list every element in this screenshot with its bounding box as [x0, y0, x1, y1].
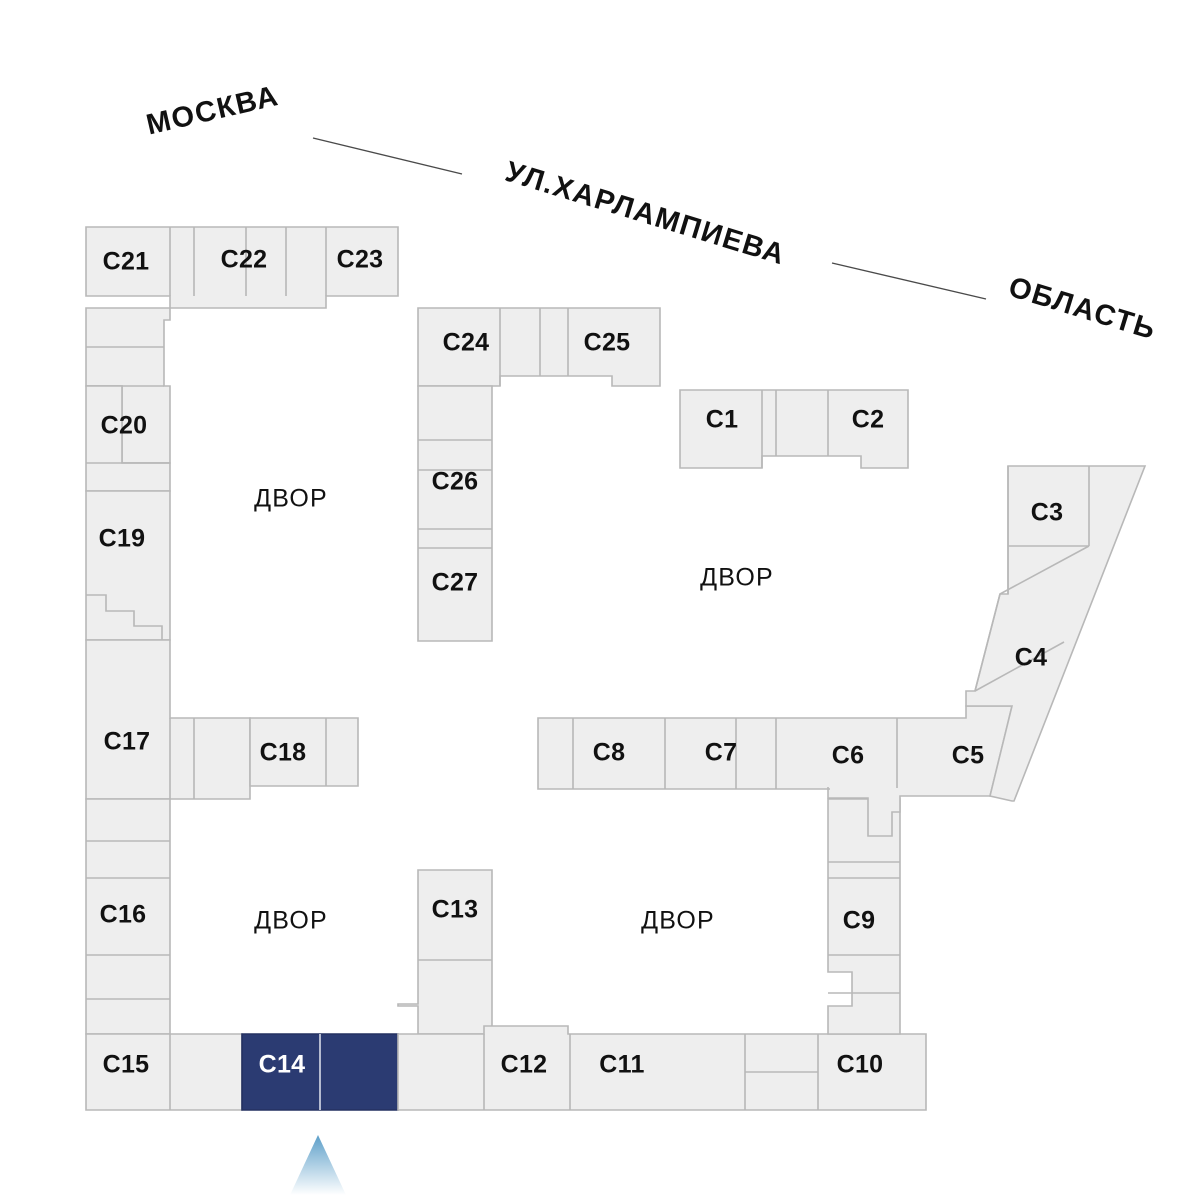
section-label-c9[interactable]: C9 — [843, 907, 876, 935]
c1-c2-dividers — [761, 390, 829, 468]
section-label-c23[interactable]: C23 — [337, 246, 384, 274]
section-label-c4[interactable]: C4 — [1015, 644, 1048, 672]
section-label-c6[interactable]: C6 — [832, 742, 865, 770]
c16-dividers — [86, 840, 170, 1000]
yard-label-yard-top-left: ДВОР — [254, 485, 328, 513]
section-label-c19[interactable]: C19 — [99, 525, 146, 553]
building-c18-outline[interactable] — [249, 717, 359, 787]
leader-line-oblast — [831, 262, 987, 300]
block-c18 — [249, 717, 359, 787]
section-label-c15[interactable]: C15 — [103, 1051, 150, 1079]
building-c19-outline[interactable] — [85, 490, 171, 641]
building-c21-c23-outline[interactable] — [85, 226, 399, 309]
c24-c25-dividers — [499, 308, 569, 386]
building-c13-outline[interactable] — [397, 869, 493, 1035]
c17-dividers — [169, 718, 195, 799]
c19-dividers — [86, 594, 163, 640]
building-c8-c5-outline[interactable] — [537, 705, 1014, 837]
section-label-c7[interactable]: C7 — [705, 739, 738, 767]
block-c19 — [85, 490, 171, 641]
section-label-c12[interactable]: C12 — [501, 1051, 548, 1079]
section-label-c18[interactable]: C18 — [260, 739, 307, 767]
street-leader-lines — [312, 137, 987, 300]
building-c12-c10-outline[interactable] — [397, 1025, 927, 1111]
building-c26-c27-outline[interactable] — [417, 385, 493, 642]
section-label-c2[interactable]: C2 — [852, 406, 885, 434]
block-c26-c27 — [417, 385, 493, 642]
section-label-c17[interactable]: C17 — [104, 728, 151, 756]
section-label-c25[interactable]: C25 — [584, 329, 631, 357]
section-label-c10[interactable]: C10 — [837, 1051, 884, 1079]
section-label-c3[interactable]: C3 — [1031, 499, 1064, 527]
block-c14-selected — [241, 1033, 399, 1111]
c9-dividers — [828, 861, 900, 994]
yard-labels: ДВОР ДВОР ДВОР ДВОР — [254, 485, 774, 935]
section-label-c26[interactable]: C26 — [432, 468, 479, 496]
block-c9 — [827, 798, 901, 1035]
yard-label-yard-top-right: ДВОР — [700, 564, 774, 592]
section-label-c14[interactable]: C14 — [259, 1051, 306, 1079]
section-label-c5[interactable]: C5 — [952, 742, 985, 770]
building-c1-c2-outline[interactable] — [679, 389, 909, 469]
c3-c4-dividers — [974, 466, 1090, 692]
viewpoint-marker-triangle[interactable] — [290, 1135, 346, 1195]
section-label-c21[interactable]: C21 — [103, 248, 150, 276]
c26-c27-dividers — [418, 439, 492, 549]
viewpoint-marker[interactable] — [290, 1135, 346, 1195]
section-label-c11[interactable]: C11 — [599, 1051, 644, 1079]
yard-label-yard-bottom-right: ДВОР — [641, 907, 715, 935]
section-label-c8[interactable]: C8 — [593, 739, 626, 767]
block-c8-c5 — [537, 705, 1014, 837]
section-label-c24[interactable]: C24 — [443, 329, 490, 357]
section-label-c27[interactable]: C27 — [432, 569, 479, 597]
section-label-c13[interactable]: C13 — [432, 896, 479, 924]
c12-c10-dividers — [483, 1034, 819, 1110]
section-label-c22[interactable]: C22 — [221, 246, 268, 274]
section-label-c1[interactable]: C1 — [706, 406, 739, 434]
yard-label-yard-bottom-left: ДВОР — [254, 907, 328, 935]
leader-line-moskva — [312, 137, 463, 175]
block-c1-c2 — [679, 389, 909, 469]
block-east-angled — [965, 465, 1147, 802]
block-c12-c11-c10 — [397, 1025, 927, 1111]
c8-c5-dividers — [572, 718, 898, 789]
block-north-west — [85, 226, 399, 309]
block-c13 — [397, 869, 493, 1035]
section-label-c20[interactable]: C20 — [101, 412, 148, 440]
c21-c23-dividers — [169, 227, 327, 296]
section-label-c16[interactable]: C16 — [100, 901, 147, 929]
